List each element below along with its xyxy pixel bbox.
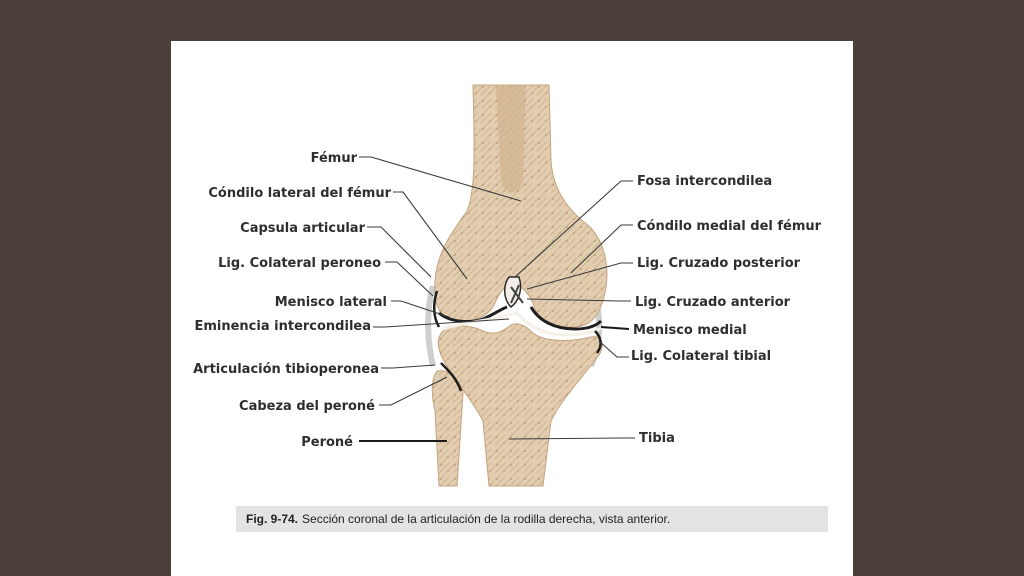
leader-menisco-medial — [600, 326, 630, 330]
leader-art-tibioperonea — [381, 364, 436, 369]
tibiofibular-joint-line — [440, 362, 463, 392]
femur-medullary-cavity — [496, 85, 526, 193]
leader-capsula — [367, 226, 432, 278]
figure-panel: Fémur Cóndilo lateral del fémur Capsula … — [171, 41, 853, 576]
leader-lig-cruzado-ant — [526, 298, 631, 302]
label-lig-cruzado-post: Lig. Cruzado posterior — [637, 256, 801, 271]
label-femur: Fémur — [311, 151, 358, 166]
knee-diagram: Fémur Cóndilo lateral del fémur Capsula … — [193, 84, 822, 487]
label-condilo-medial: Cóndilo medial del fémur — [637, 219, 822, 234]
leader-menisco-lateral — [391, 300, 450, 318]
leader-condilo-medial — [570, 224, 633, 274]
leader-tibia — [508, 437, 635, 440]
label-art-tibioperonea: Articulación tibioperonea — [193, 362, 379, 377]
fibula-bone — [431, 370, 464, 487]
label-menisco-medial: Menisco medial — [633, 323, 747, 338]
label-condilo-lateral: Cóndilo lateral del fémur — [208, 186, 391, 201]
leader-cabeza-perone — [379, 376, 448, 406]
intercondylar-notch — [504, 276, 522, 308]
label-lig-colateral-tibial: Lig. Colateral tibial — [631, 349, 771, 364]
leader-condilo-lateral — [393, 191, 468, 280]
tibial-plateau-line — [442, 311, 604, 337]
figure-caption: Fig. 9-74. Sección coronal de la articul… — [236, 506, 828, 532]
label-capsula: Capsula articular — [240, 221, 365, 236]
leader-femur — [359, 156, 522, 202]
label-eminencia: Eminencia intercondilea — [194, 319, 371, 334]
caption-label: Fig. 9-74. — [246, 512, 299, 526]
label-tibia: Tibia — [639, 431, 675, 446]
leader-lig-cruzado-post — [526, 262, 633, 290]
leader-lig-colateral-tibial — [598, 340, 629, 358]
label-fosa: Fosa intercondilea — [637, 174, 772, 189]
leader-fosa — [514, 180, 633, 278]
label-lig-cruzado-ant: Lig. Cruzado anterior — [635, 295, 791, 310]
label-lig-colateral-peroneo: Lig. Colateral peroneo — [218, 256, 381, 271]
collateral-line-medial — [594, 330, 602, 354]
label-perone: Peroné — [301, 435, 353, 450]
tibia-bone — [437, 323, 603, 487]
cruciate-ligaments — [510, 284, 524, 304]
leader-eminencia — [373, 318, 510, 328]
label-menisco-lateral: Menisco lateral — [275, 295, 387, 310]
label-cabeza-perone: Cabeza del peroné — [239, 399, 375, 414]
leader-lig-colateral-peroneo — [385, 261, 434, 297]
medial-meniscus — [529, 306, 603, 331]
collateral-line-lateral — [433, 290, 441, 328]
caption-text: Sección coronal de la articulación de la… — [302, 512, 671, 526]
